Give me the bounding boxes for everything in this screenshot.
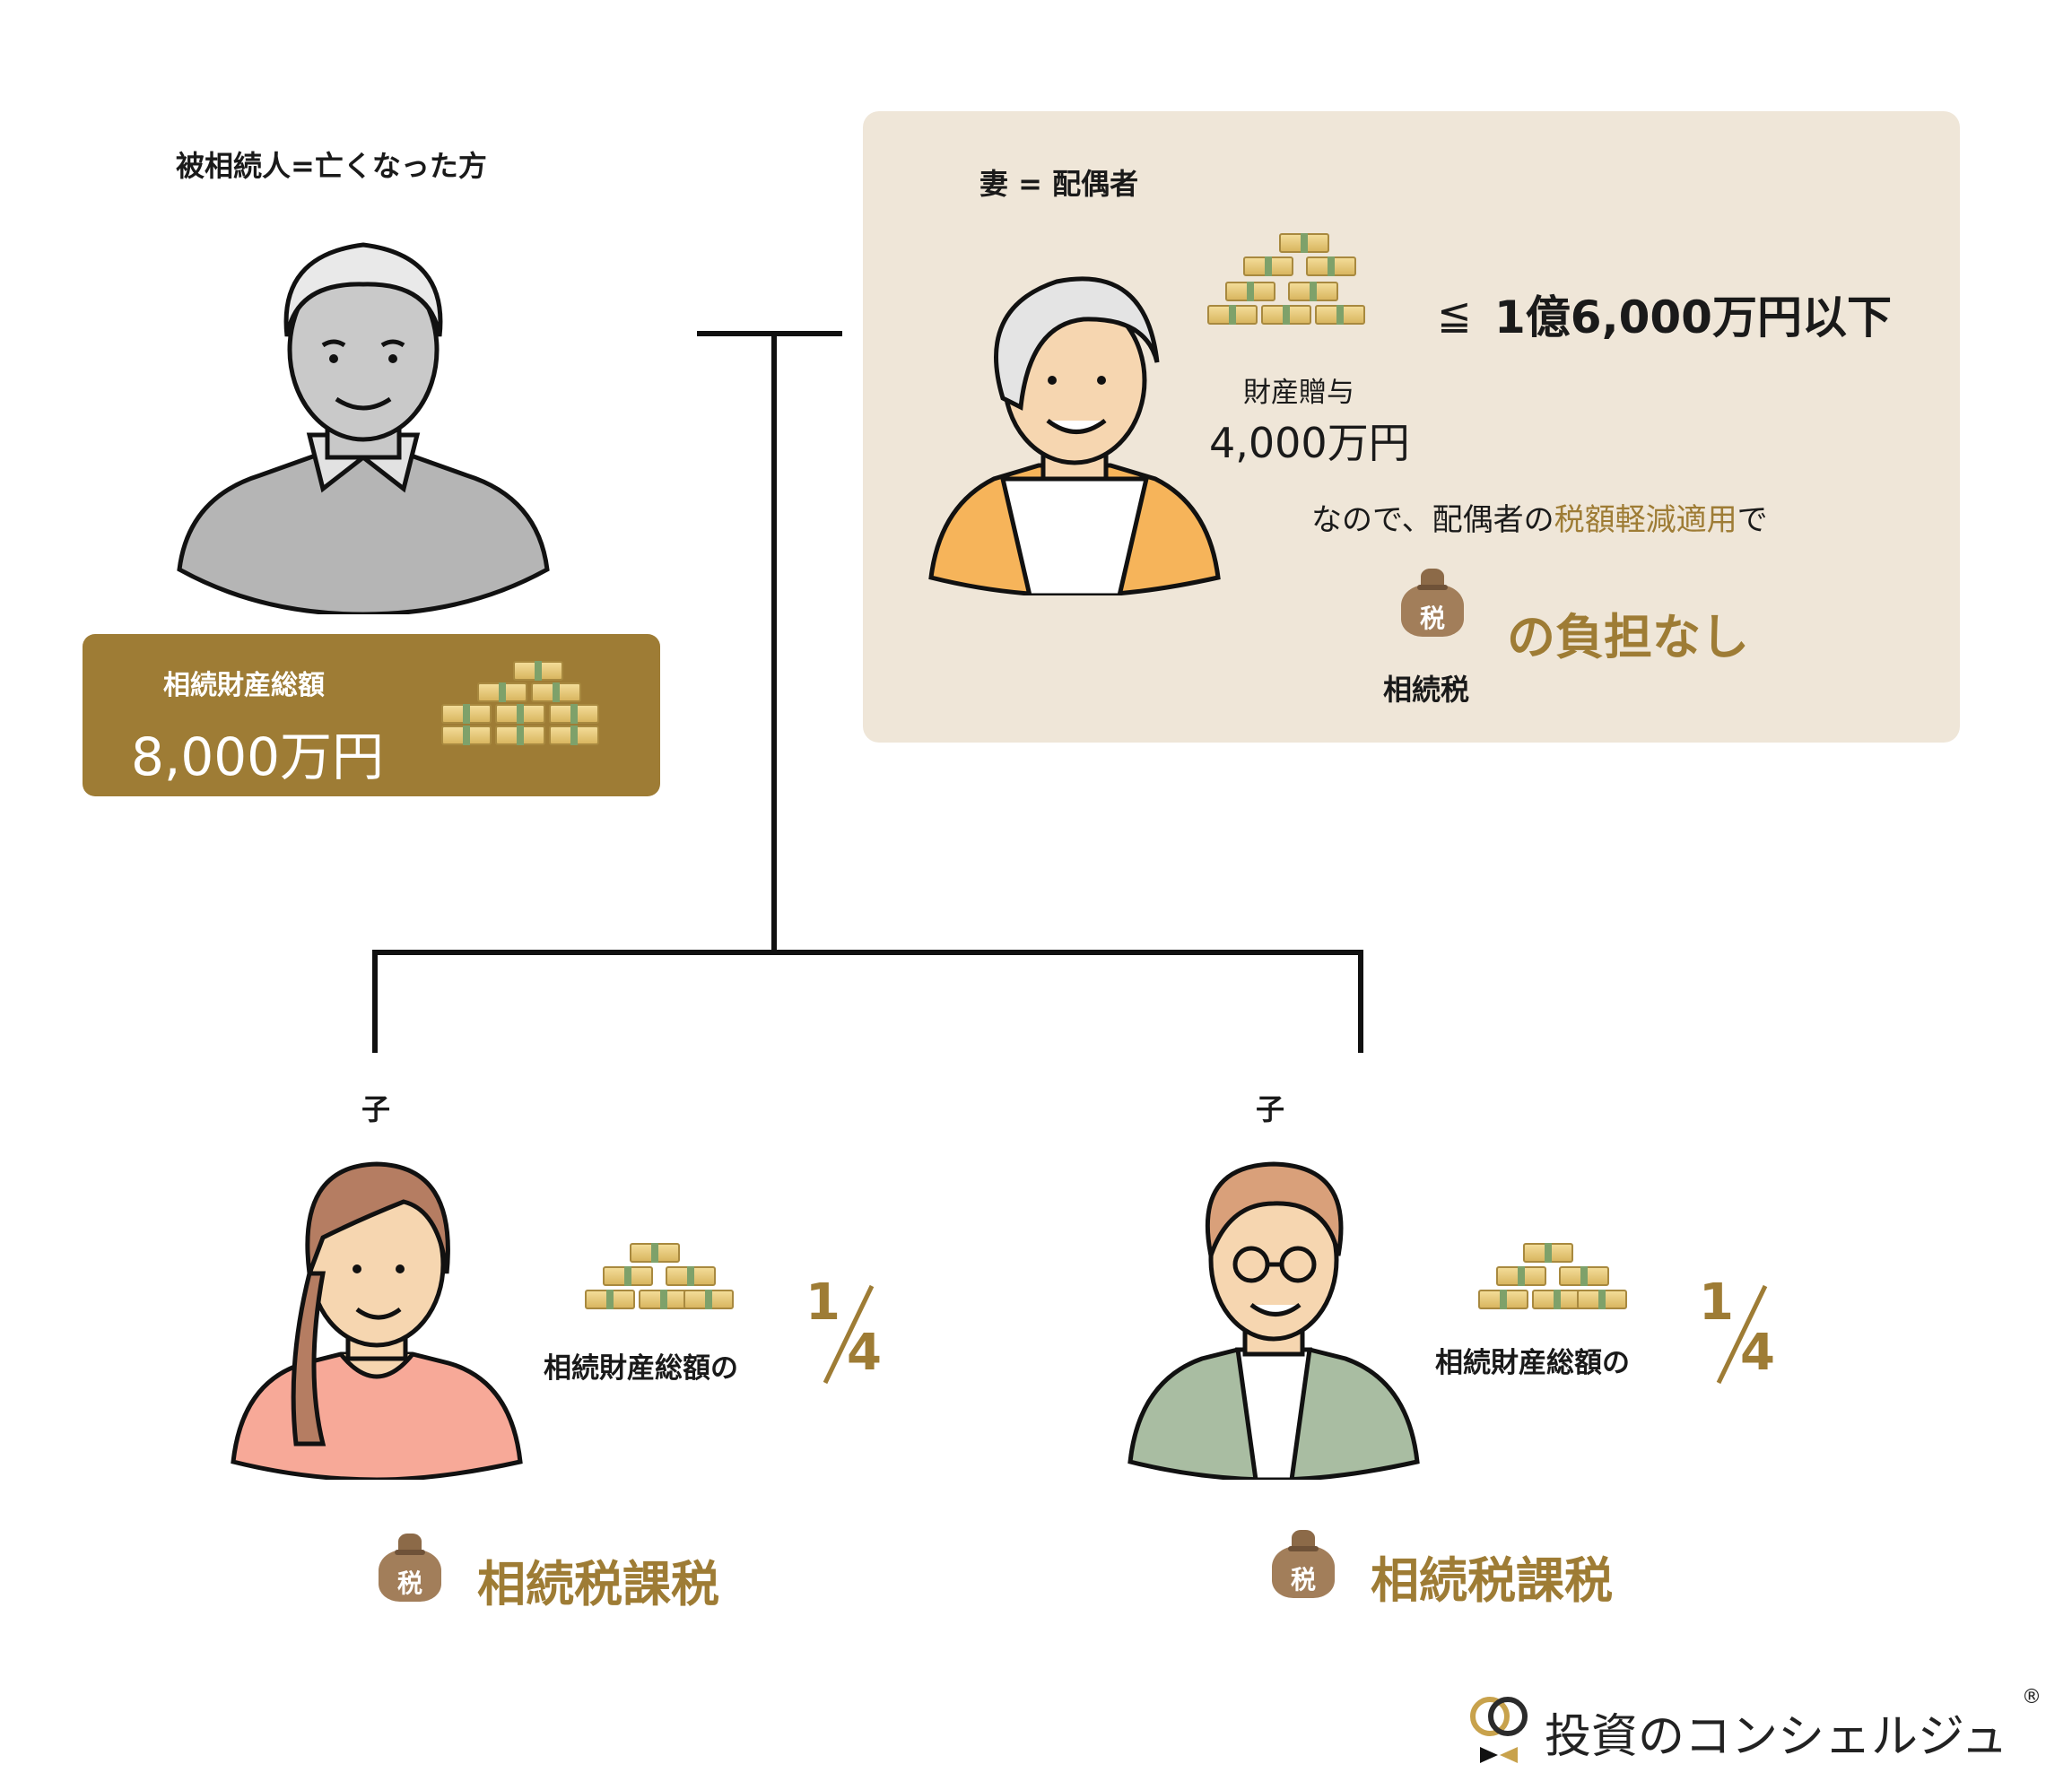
- decedent-illustration: [170, 229, 556, 614]
- gift-amount: 4,000万円: [1209, 411, 1410, 470]
- child-1-tax-result: 相続税課税: [477, 1544, 719, 1615]
- child-2-share-numerator: 1: [1699, 1273, 1734, 1332]
- family-trunk-line: [771, 331, 777, 952]
- deduction-reason: なので、配偶者の税額軽減適用で: [1311, 495, 1768, 539]
- estate-box: 相続財産総額 8,000万円: [83, 634, 660, 796]
- child-2-label: 子: [1256, 1087, 1284, 1128]
- children-bar-line: [372, 950, 1363, 955]
- reason-highlight: 税額軽減適用: [1554, 502, 1737, 538]
- leq-symbol: ≦: [1437, 291, 1472, 339]
- gift-money-stack-icon: [1207, 233, 1405, 359]
- gift-label: 財産贈与: [1243, 369, 1354, 410]
- child-2-money-stack-icon: [1478, 1243, 1640, 1333]
- spouse-label: 妻 = 配偶者: [979, 161, 1138, 203]
- child-1-illustration: [224, 1139, 529, 1480]
- money-stack-icon: [441, 661, 639, 778]
- tax-free-limit: 1億6,000万円以下: [1494, 282, 1892, 346]
- child-2-illustration: [1121, 1139, 1426, 1480]
- child-2-share-label: 相続財産総額の: [1435, 1340, 1630, 1380]
- tax-bag-label: 税: [1401, 599, 1464, 635]
- child-1-share-numerator: 1: [805, 1273, 840, 1332]
- tax-caption: 相続税: [1383, 667, 1469, 708]
- child-left-drop-line: [372, 950, 378, 1053]
- estate-amount: 8,000万円: [131, 715, 384, 790]
- child-1-share-denominator: 4: [847, 1324, 882, 1382]
- child-2-tax-result: 相続税課税: [1371, 1541, 1613, 1612]
- reason-prefix: なので、配偶者の: [1311, 502, 1554, 538]
- child-right-drop-line: [1358, 950, 1363, 1053]
- tax-bag-icon: 税: [1401, 569, 1464, 637]
- reason-suffix: で: [1737, 502, 1768, 538]
- decedent-label: 被相続人=亡くなった方: [176, 143, 487, 185]
- brand-logo-icon: [1467, 1695, 1530, 1767]
- spouse-illustration: [922, 255, 1227, 595]
- child-1-tax-bag-icon: 税: [379, 1534, 441, 1602]
- child-2-tax-bag-icon: 税: [1272, 1530, 1335, 1598]
- no-burden-result: の負担なし: [1507, 597, 1749, 668]
- estate-label: 相続財産総額: [163, 663, 325, 702]
- child-1-money-stack-icon: [585, 1243, 746, 1333]
- brand-name: 投資のコンシェルジュ: [1545, 1699, 2007, 1766]
- child-1-share-fraction: 1 4: [800, 1273, 899, 1390]
- child-2-share-denominator: 4: [1740, 1324, 1775, 1382]
- child-1-share-label: 相続財産総額の: [544, 1345, 738, 1386]
- child-2-share-fraction: 1 4: [1693, 1273, 1792, 1390]
- child-2-tax-bag-label: 税: [1272, 1560, 1335, 1596]
- brand-registered-mark: ®: [2022, 1686, 2042, 1708]
- spouse-panel: 妻 = 配偶者 財産贈与 4,000万円 ≦ 1億6,000万円以下 なので、配…: [863, 111, 1960, 743]
- child-1-tax-bag-label: 税: [379, 1564, 441, 1600]
- child-1-label: 子: [361, 1087, 390, 1128]
- marriage-line: [697, 331, 842, 336]
